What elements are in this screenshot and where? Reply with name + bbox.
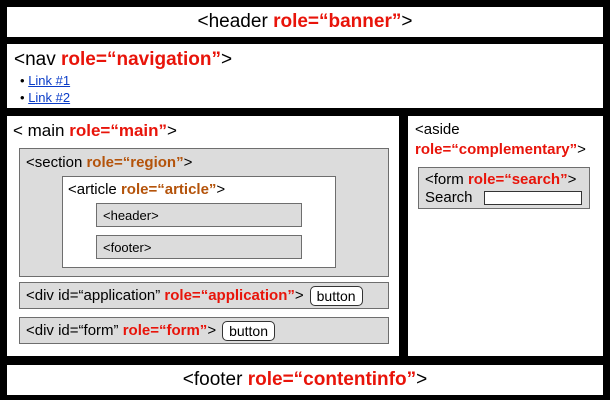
bullet-icon: •	[20, 90, 25, 105]
article-header-box: <header>	[96, 203, 302, 227]
application-tag: <div id=“application”	[26, 287, 165, 304]
header-region: <header role=“banner”>	[7, 7, 603, 37]
header-tag-close: >	[401, 11, 413, 32]
search-form-region: <form role=“search”> Search	[418, 167, 590, 209]
article-tag-label: <article role=“article”>	[68, 180, 225, 199]
footer-region: <footer role=“contentinfo”>	[7, 365, 603, 395]
aside-tag-label: <aside role=“complementary”>	[415, 120, 586, 160]
footer-tag-close: >	[416, 369, 428, 390]
section-tag: <section	[26, 154, 87, 171]
footer-tag: <footer	[182, 369, 248, 390]
application-tag-close: >	[294, 287, 304, 304]
footer-tag-label: <footer role=“contentinfo”>	[183, 369, 427, 390]
section-role: role=“region”	[86, 154, 184, 171]
search-input[interactable]	[484, 191, 582, 205]
application-role: role=“application”	[164, 287, 295, 304]
nav-tag: <nav	[14, 49, 62, 70]
search-form-tag-close: >	[567, 171, 577, 188]
main-tag-label: < main role=“main”>	[13, 120, 177, 142]
aside-role-line: role=“complementary”>	[415, 140, 586, 160]
header-tag: <header	[197, 11, 274, 32]
aside-role: role=“complementary”	[415, 141, 578, 158]
main-role: role=“main”	[69, 121, 168, 140]
nav-link-list: • Link #1 • Link #2	[20, 72, 70, 106]
article-role: role=“article”	[120, 181, 217, 198]
aside-region: <aside role=“complementary”> <form role=…	[408, 116, 603, 356]
bullet-icon: •	[20, 73, 25, 88]
footer-role: role=“contentinfo”	[247, 369, 417, 390]
header-role: role=“banner”	[273, 11, 402, 32]
application-tag-label: <div id=“application” role=“application”…	[26, 286, 363, 307]
application-button[interactable]: button	[309, 286, 363, 307]
nav-region: <nav role=“navigation”> • Link #1 • Link…	[7, 44, 603, 108]
search-label: Search	[425, 189, 473, 206]
form-role: role=“form”	[122, 322, 208, 339]
aside-tag: <aside	[415, 121, 460, 138]
application-region: <div id=“application” role=“application”…	[19, 282, 389, 309]
header-tag-label: <header role=“banner”>	[198, 11, 413, 32]
search-row: Search	[425, 189, 473, 207]
nav-link-2[interactable]: Link #2	[28, 90, 71, 105]
main-tag-close: >	[167, 121, 177, 140]
article-header-label: <header>	[103, 208, 159, 223]
article-footer-box: <footer>	[96, 235, 302, 259]
search-form-tag: <form	[425, 171, 468, 188]
form-region: <div id=“form” role=“form”> button	[19, 317, 389, 344]
nav-tag-label: <nav role=“navigation”>	[14, 48, 232, 72]
nav-role: role=“navigation”	[61, 49, 221, 70]
form-tag-label: <div id=“form” role=“form”> button	[26, 321, 276, 342]
form-button[interactable]: button	[222, 321, 276, 342]
article-region: <article role=“article”> <header> <foote…	[62, 176, 336, 268]
article-footer-label: <footer>	[103, 240, 152, 255]
form-tag: <div id=“form”	[26, 322, 123, 339]
section-tag-close: >	[183, 154, 193, 171]
form-tag-close: >	[207, 322, 217, 339]
aside-tag-close: >	[577, 141, 586, 158]
main-region: < main role=“main”> <section role=“regio…	[7, 116, 399, 356]
article-tag: <article	[68, 181, 121, 198]
main-tag: < main	[13, 121, 70, 140]
search-form-role: role=“search”	[467, 171, 568, 188]
search-form-tag-label: <form role=“search”>	[425, 170, 576, 189]
article-tag-close: >	[216, 181, 226, 198]
nav-link-1[interactable]: Link #1	[28, 73, 71, 88]
nav-link-item: • Link #1	[20, 72, 70, 89]
section-tag-label: <section role=“region”>	[26, 153, 192, 173]
nav-tag-close: >	[220, 49, 233, 70]
nav-link-item: • Link #2	[20, 89, 70, 106]
section-region: <section role=“region”> <article role=“a…	[19, 148, 389, 277]
